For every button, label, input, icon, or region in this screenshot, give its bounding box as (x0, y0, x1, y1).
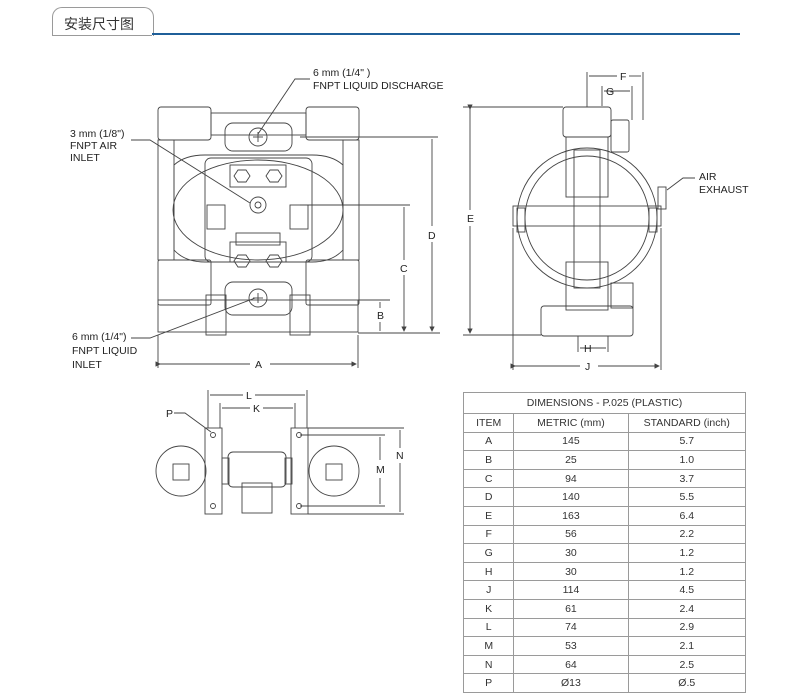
cell-standard: 2.1 (627, 636, 746, 656)
side-dimensions (463, 72, 695, 370)
dim-label-a: A (255, 359, 262, 371)
cell-metric: 163 (513, 505, 629, 526)
air-exhaust-label-2: EXHAUST (699, 184, 749, 196)
cell-metric: Ø13 (513, 673, 629, 693)
cell-metric: 30 (513, 543, 629, 563)
cell-metric: 145 (513, 431, 629, 452)
front-dimensions (131, 78, 440, 368)
discharge-size-label: 6 mm (1/4" ) (313, 67, 370, 79)
cell-metric: 64 (513, 654, 629, 675)
air-inlet-size-label: 3 mm (1/8") (70, 128, 124, 140)
liquid-inlet-word-label: INLET (72, 359, 102, 371)
cell-standard: 5.5 (627, 487, 746, 507)
cell-item: L (462, 617, 515, 638)
dim-label-j: J (585, 361, 590, 373)
dim-label-p: P (166, 408, 173, 420)
dim-label-h: H (584, 343, 592, 355)
air-inlet-word-label: INLET (70, 152, 100, 164)
side-view (512, 106, 667, 337)
dim-label-b: B (377, 310, 384, 322)
cell-item: D (462, 487, 515, 507)
cell-standard: 4.5 (627, 580, 746, 600)
cell-standard: 2.4 (627, 598, 746, 619)
cell-metric: 61 (513, 598, 629, 619)
cell-metric: 53 (513, 636, 629, 656)
front-view (157, 106, 360, 336)
cell-item: E (462, 505, 515, 526)
dim-label-k: K (253, 403, 260, 415)
cell-metric: 25 (513, 450, 629, 470)
dim-label-e: E (467, 213, 474, 225)
cell-standard: 1.0 (627, 450, 746, 470)
cell-standard: 5.7 (627, 431, 746, 452)
dimensions-table: DIMENSIONS - P.025 (PLASTIC) ITEM METRIC… (462, 392, 746, 693)
air-inlet-type-label: FNPT AIR (70, 140, 117, 152)
header-item: ITEM (462, 413, 515, 433)
cell-item: B (462, 450, 515, 470)
page-title: 安装尺寸图 (64, 17, 134, 33)
cell-standard: 1.2 (627, 561, 746, 582)
cell-standard: 1.2 (627, 543, 746, 563)
dim-label-m: M (376, 464, 385, 476)
cell-item: J (462, 580, 515, 600)
cell-standard: 2.2 (627, 524, 746, 545)
cell-item: P (462, 673, 515, 693)
liquid-inlet-size-label: 6 mm (1/4") (72, 331, 126, 343)
cell-item: K (462, 598, 515, 619)
cell-item: M (462, 636, 515, 656)
bottom-view (155, 427, 360, 515)
cell-metric: 56 (513, 524, 629, 545)
cell-metric: 30 (513, 561, 629, 582)
header-divider-grey (52, 35, 152, 36)
cell-standard: 2.5 (627, 654, 746, 675)
bottom-dimensions (174, 390, 404, 515)
header-standard: STANDARD (inch) (627, 413, 746, 433)
dim-label-g: G (606, 86, 614, 98)
cell-item: H (462, 561, 515, 582)
air-exhaust-label: AIR (699, 171, 717, 183)
cell-item: G (462, 543, 515, 563)
cell-metric: 74 (513, 617, 629, 638)
dim-label-f: F (620, 71, 626, 83)
dim-label-n: N (396, 450, 404, 462)
cell-standard: Ø.5 (627, 673, 746, 693)
header-tab (52, 7, 154, 36)
cell-metric: 140 (513, 487, 629, 507)
dim-label-l: L (246, 390, 252, 402)
header-metric: METRIC (mm) (513, 413, 629, 433)
cell-item: A (462, 431, 515, 452)
table-title: DIMENSIONS - P.025 (PLASTIC) (463, 392, 746, 414)
dim-label-c: C (400, 263, 408, 275)
liquid-inlet-type-label: FNPT LIQUID (72, 345, 138, 357)
cell-item: C (462, 468, 515, 489)
cell-metric: 94 (513, 468, 629, 489)
header-divider (152, 33, 740, 35)
cell-standard: 6.4 (627, 505, 746, 526)
cell-metric: 114 (513, 580, 629, 600)
cell-standard: 2.9 (627, 617, 746, 638)
cell-standard: 3.7 (627, 468, 746, 489)
dim-label-d: D (428, 230, 436, 242)
discharge-type-label: FNPT LIQUID DISCHARGE (313, 80, 444, 92)
cell-item: F (462, 524, 515, 545)
cell-item: N (462, 654, 515, 675)
